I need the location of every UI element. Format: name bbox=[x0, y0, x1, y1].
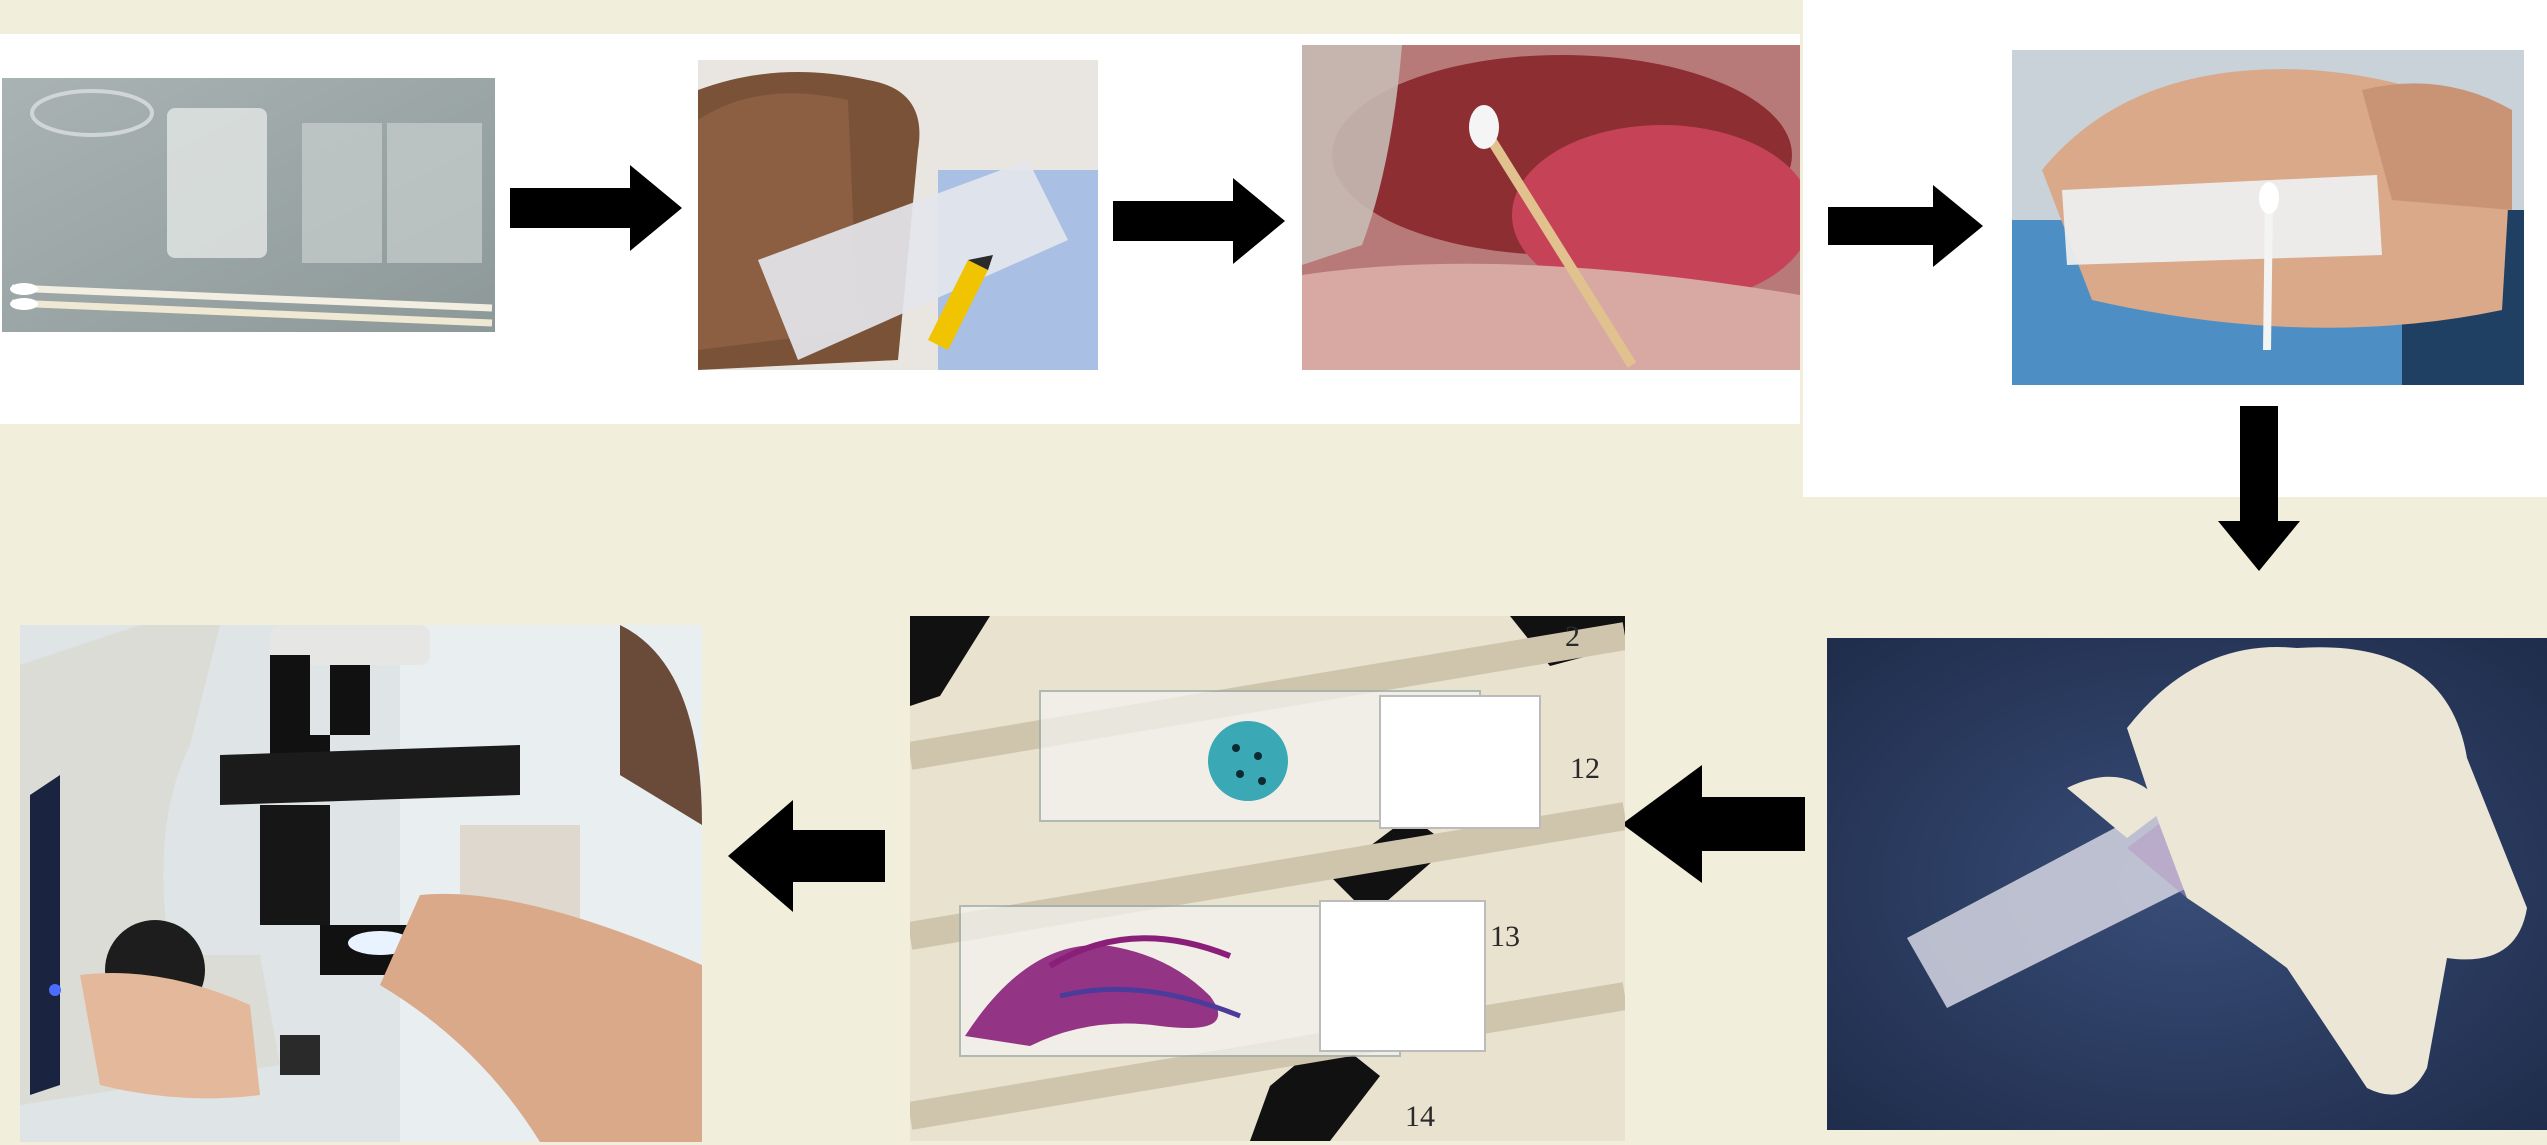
slide-number-label: 12 bbox=[1570, 752, 1600, 785]
arrow-right-icon bbox=[1113, 178, 1285, 264]
microscope-examination-photo bbox=[20, 625, 702, 1142]
slide-and-swabs-photo bbox=[2, 78, 495, 332]
arrow-left-icon bbox=[1622, 765, 1805, 883]
arrow-left-icon bbox=[728, 800, 885, 912]
oral-swab-collection-photo bbox=[1302, 45, 1800, 370]
labeling-slide-photo bbox=[698, 60, 1098, 370]
arrow-right-icon bbox=[510, 165, 682, 251]
gloved-hand-holding-smear-slide-photo bbox=[1827, 638, 2547, 1130]
slide-number-label: 2 bbox=[1565, 620, 1580, 653]
smearing-swab-on-slide-photo bbox=[2012, 50, 2524, 385]
stained-slides-photo: 2 12 13 14 bbox=[910, 616, 1625, 1141]
arrow-right-icon bbox=[1828, 185, 1983, 267]
slide-number-label: 14 bbox=[1405, 1100, 1435, 1133]
slide-number-label: 13 bbox=[1490, 920, 1520, 953]
arrow-down-icon bbox=[2218, 406, 2300, 571]
